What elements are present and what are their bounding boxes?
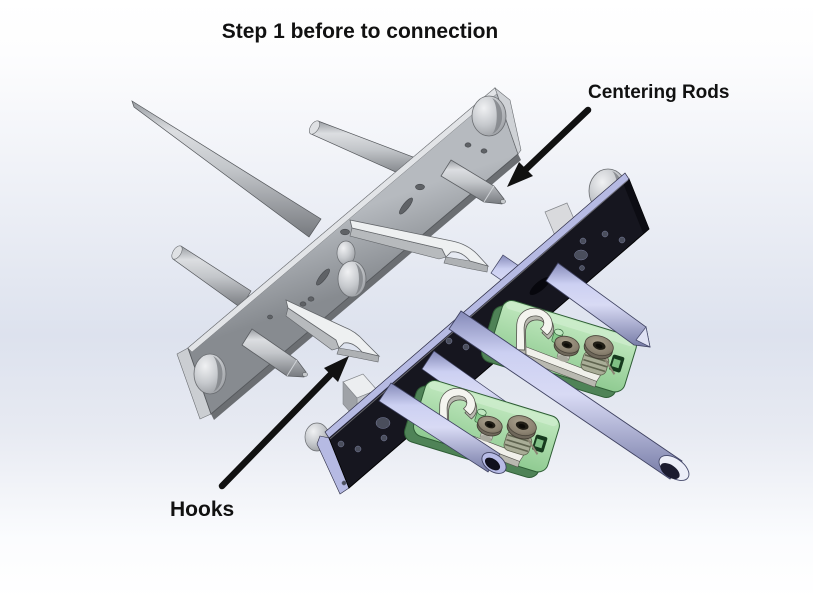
label-centering-rods: Centering Rods	[588, 82, 730, 103]
gray-rail-assembly	[131, 87, 522, 420]
centering-rod	[241, 328, 308, 378]
tube-bevel	[635, 326, 651, 348]
dome-bump	[471, 95, 507, 137]
hook-slot	[529, 276, 551, 296]
arrow-to-centering-rods	[507, 106, 592, 187]
centering-rod	[440, 159, 506, 205]
rail-holes	[337, 230, 626, 486]
rail-holes	[202, 142, 488, 394]
blue-rail-assembly	[304, 168, 690, 495]
tube-bore	[660, 463, 680, 479]
tube	[545, 262, 651, 348]
hook-blade	[349, 219, 490, 273]
tube	[448, 310, 690, 481]
diagram-title: Step 1 before to connection	[221, 20, 499, 43]
tube	[378, 382, 507, 474]
dome-bump	[193, 353, 227, 395]
long-rod	[171, 245, 252, 309]
label-hooks: Hooks	[170, 498, 235, 521]
arrow-to-hooks	[218, 356, 349, 490]
hook-blade	[285, 299, 381, 363]
long-rod	[131, 100, 322, 238]
tube-bore	[484, 457, 501, 471]
dome-bump	[336, 240, 367, 298]
